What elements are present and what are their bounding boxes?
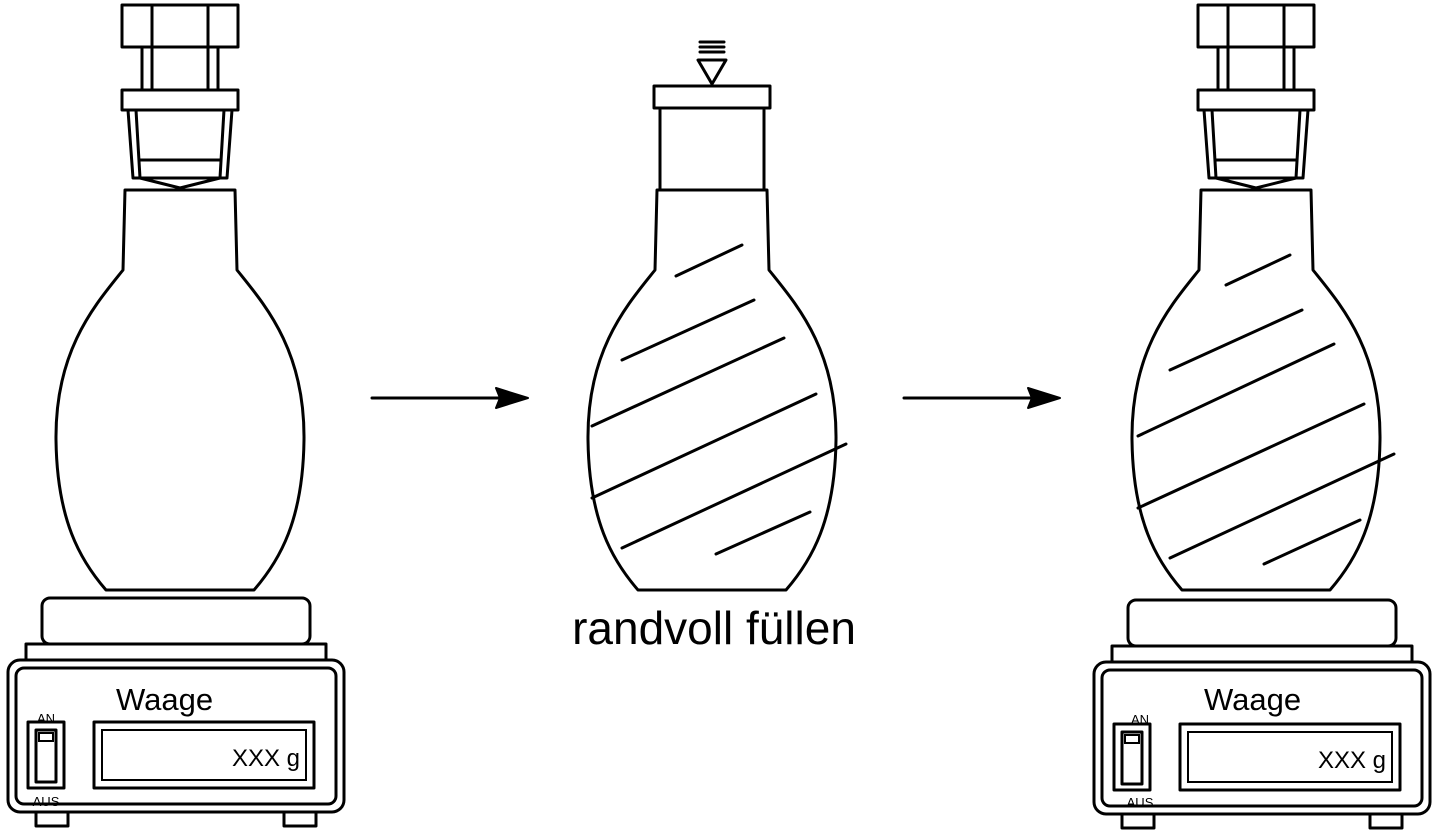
liquid-level-icon: [696, 40, 728, 86]
scale-label: Waage: [1204, 682, 1301, 717]
scale-reading: XXX g: [1318, 747, 1386, 774]
scale-label: Waage: [116, 682, 213, 717]
switch-off-label: AUS: [33, 794, 60, 809]
scale-right: Waage AN AUS XXX g: [1092, 598, 1432, 830]
flask-filled-open: [586, 40, 848, 592]
switch-on-label: AN: [1131, 712, 1149, 727]
flask-filled-stoppered: [1130, 3, 1396, 592]
arrow-right: [902, 387, 1061, 409]
liquid-hatching: [590, 243, 848, 556]
step-label: randvoll füllen: [572, 602, 856, 654]
switch-on-label: AN: [37, 711, 55, 726]
switch-off-label: AUS: [1127, 795, 1154, 810]
scale-reading: XXX g: [232, 745, 300, 772]
scale-left: Waage AN AUS XXX g: [6, 596, 346, 828]
flask-empty: [54, 3, 306, 592]
arrow-right: [370, 387, 529, 409]
liquid-hatching: [1136, 253, 1396, 566]
